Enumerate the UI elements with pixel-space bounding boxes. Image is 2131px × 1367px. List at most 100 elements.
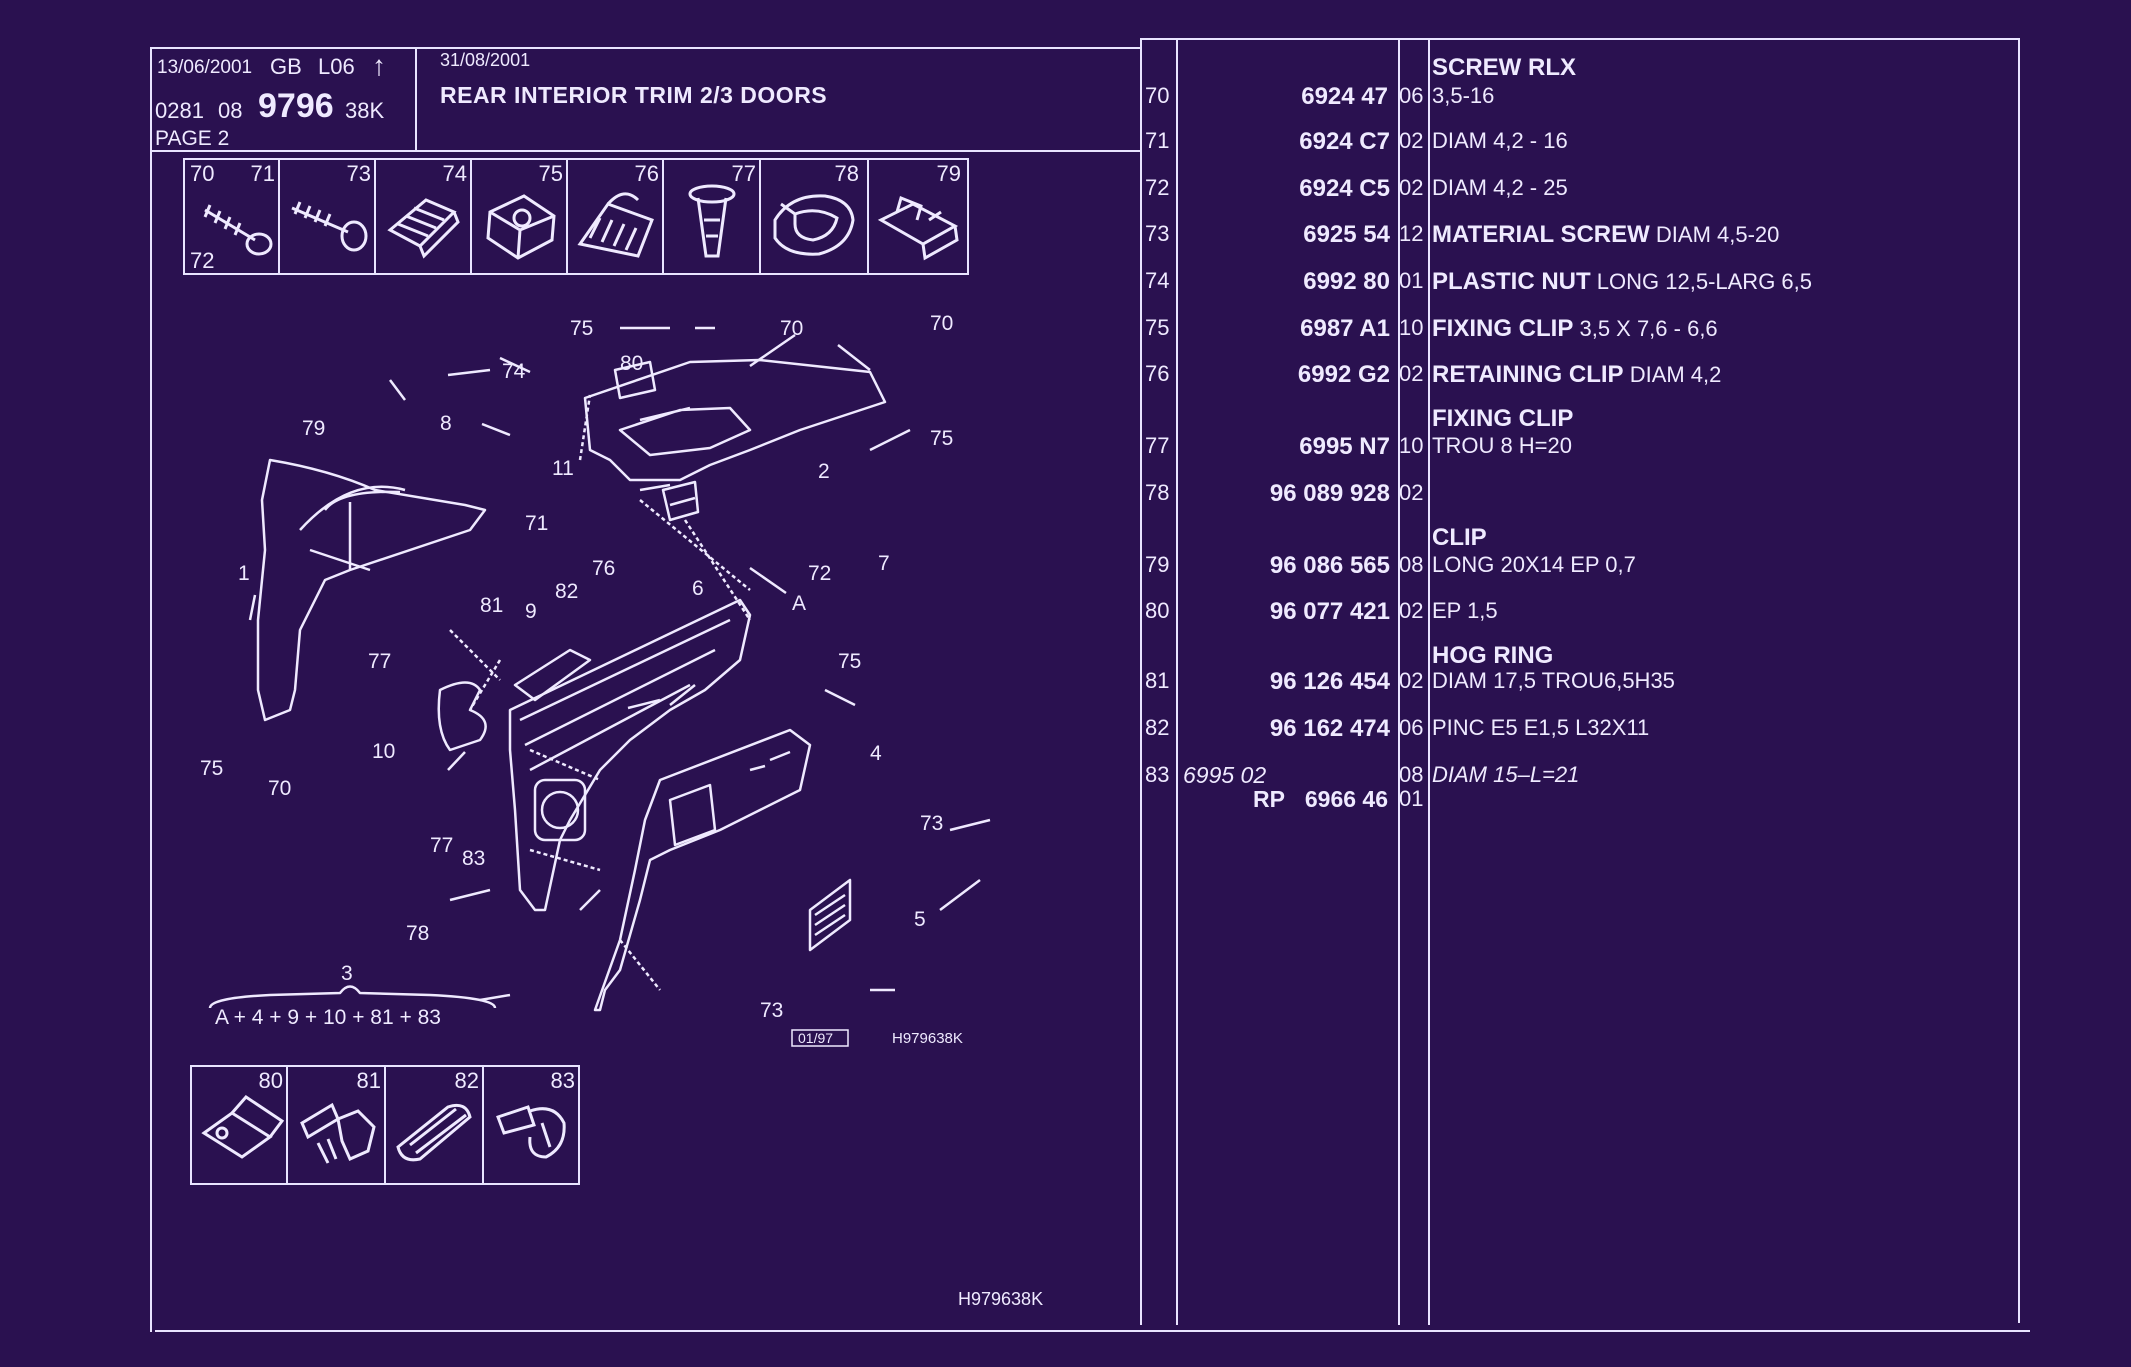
part-cell-80[interactable]: 80 (190, 1065, 288, 1185)
kit-formula: A + 4 + 9 + 10 + 81 + 83 (215, 1006, 441, 1029)
quantity: 01 (1399, 268, 1424, 293)
table-row[interactable]: 70 6924 47 06 3,5-16 (1143, 83, 2023, 113)
replacement-label: RP (1253, 786, 1285, 812)
col-line-3 (1398, 40, 1400, 1325)
callout-label: 72 (808, 562, 831, 585)
quantity: 02 (1399, 480, 1424, 505)
callout-label: 75 (838, 650, 861, 673)
frame-left (150, 47, 152, 1332)
callout-label: 73 (760, 999, 783, 1022)
description: EP 1,5 (1432, 598, 1498, 623)
table-row-83[interactable]: 83 6995 02 08 DIAM 15–L=21 RP 6966 46 01 (1143, 762, 2023, 822)
fixing-clip-icon (486, 194, 556, 260)
part-cell-73[interactable]: 73 (278, 158, 376, 275)
table-row[interactable]: 82 96 162 474 06 PINC E5 E1,5 L32X11 (1143, 715, 2023, 745)
cell-number: 73 (346, 161, 371, 186)
part-cell-79[interactable]: 79 (867, 158, 969, 275)
clip-icon (201, 1095, 285, 1159)
table-row[interactable]: 71 6924 C7 02 DIAM 4,2 - 16 (1143, 128, 2023, 158)
part-cell-75[interactable]: 75 (470, 158, 568, 275)
storage-pocket (613, 360, 657, 400)
part-spec: DIAM 4,5-20 (1655, 222, 1780, 247)
callout-label: 3 (341, 962, 353, 985)
header-variant: 38K (345, 98, 385, 123)
ref-number: 71 (1145, 128, 1170, 153)
up-arrow-icon: ↑ (372, 50, 386, 81)
part-number: 6924 C5 (1299, 175, 1390, 202)
cell-number: 70 (190, 161, 215, 186)
cell-number: 75 (538, 161, 563, 186)
description: PINC E5 E1,5 L32X11 (1432, 715, 1650, 740)
hog-ring-icon (300, 1102, 376, 1164)
replacement-part-number: 6966 46 (1304, 786, 1388, 812)
upper-trim-panel (583, 358, 887, 482)
part-cell-81[interactable]: 81 (286, 1065, 386, 1185)
callout-label: 70 (780, 317, 803, 340)
part-number: 96 126 454 (1269, 668, 1390, 695)
cell-number: 83 (550, 1068, 575, 1093)
part-cell-83[interactable]: 83 (482, 1065, 580, 1185)
part-cell-77[interactable]: 77 (662, 158, 761, 275)
cell-number: 77 (731, 161, 756, 186)
upper-trim-detail (618, 406, 752, 457)
col-line-1 (1140, 40, 1142, 1325)
ref-number: 70 (1145, 83, 1170, 108)
page-title: REAR INTERIOR TRIM 2/3 DOORS (440, 82, 828, 108)
side-trim-panel (508, 598, 752, 912)
frame-right (2018, 38, 2020, 1323)
table-row[interactable]: 78 96 089 928 02 (1143, 480, 2023, 510)
table-row[interactable]: 79 96 086 565 08 LONG 20X14 EP 0,7 (1143, 552, 2023, 582)
part-group-header: HOG RING (1432, 642, 1554, 669)
header-lang: GB (270, 54, 302, 79)
drawing-ref: H979638K (892, 1030, 963, 1047)
ref-number: 82 (1145, 715, 1170, 740)
table-row[interactable]: 73 6925 54 12 MATERIAL SCREW DIAM 4,5-20 (1143, 221, 2023, 251)
callout-label: 79 (302, 417, 325, 440)
lower-trim-detail (668, 750, 791, 847)
part-spec: LONG 12,5-LARG 6,5 (1596, 269, 1813, 294)
table-row[interactable]: 81 96 126 454 02 DIAM 17,5 TROU6,5H35 (1143, 668, 2023, 698)
part-cell-74[interactable]: 74 (374, 158, 472, 275)
callout-label: 75 (200, 757, 223, 780)
table-row[interactable]: 77 6995 N7 10 TROU 8 H=20 (1143, 433, 2023, 463)
part-name: MATERIAL SCREW (1432, 221, 1650, 248)
callout-label: 75 (930, 427, 953, 450)
table-row[interactable]: 80 96 077 421 02 EP 1,5 (1143, 598, 2023, 628)
stamp-box (791, 1029, 849, 1047)
old-part-number: 6995 02 (1183, 762, 1267, 788)
wheel-arch-ribs (299, 485, 406, 572)
clip-icon (877, 195, 959, 261)
part-group-header: SCREW RLX (1432, 54, 1576, 81)
part-number: 96 162 474 (1269, 715, 1390, 742)
part-number: 6924 C7 (1299, 128, 1390, 155)
table-row[interactable]: 74 6992 80 01 PLASTIC NUT LONG 12,5-LARG… (1143, 268, 2023, 298)
ref-number: 80 (1145, 598, 1170, 623)
footer-ref: H979638K (958, 1289, 1044, 1309)
leader-lines (449, 394, 752, 991)
description: DIAM 15–L=21 (1432, 762, 1580, 787)
header-date2: 31/08/2001 (440, 50, 531, 70)
quantity: 12 (1399, 221, 1424, 246)
table-row[interactable]: 76 6992 G2 02 RETAINING CLIP DIAM 4,2 (1143, 361, 2023, 391)
callout-label: 11 (552, 457, 574, 480)
formula-brace (208, 985, 497, 1009)
table-row[interactable]: 75 6987 A1 10 FIXING CLIP 3,5 X 7,6 - 6,… (1143, 315, 2023, 345)
callout-label: 76 (592, 557, 615, 580)
part-number: 6995 N7 (1299, 433, 1390, 460)
part-cell-82[interactable]: 82 (384, 1065, 484, 1185)
part-cell-70-71-72[interactable]: 70 71 72 (183, 158, 280, 275)
callout-label: 1 (238, 562, 250, 585)
callout-label: 6 (692, 577, 704, 600)
ref-number: 77 (1145, 433, 1170, 458)
frame-bottom (155, 1330, 2030, 1332)
part-cell-76[interactable]: 76 (566, 158, 664, 275)
frame-top-right (1140, 38, 2020, 40)
header-ref-a: 0281 (155, 98, 204, 123)
part-cell-78[interactable]: 78 (759, 158, 869, 275)
description: RETAINING CLIP DIAM 4,2 (1432, 361, 1721, 389)
callout-label: 5 (914, 908, 926, 931)
table-row[interactable]: 72 6924 C5 02 DIAM 4,2 - 25 (1143, 175, 2023, 205)
quantity: 08 (1399, 552, 1424, 577)
callout-label: 8 (440, 412, 452, 435)
cell-number: 74 (442, 161, 467, 186)
